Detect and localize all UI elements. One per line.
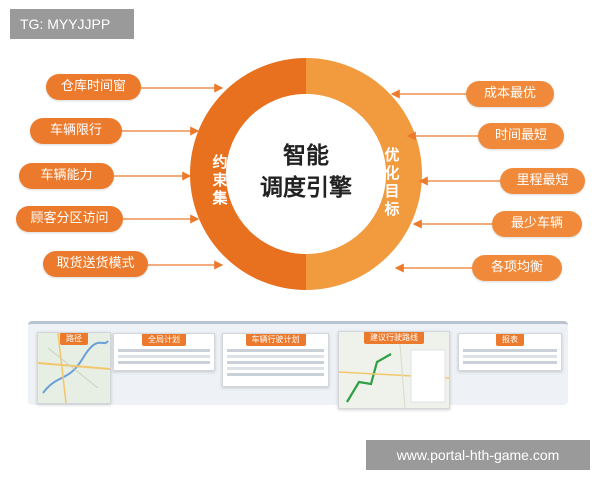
ring-right-label: 优化目标 [381, 146, 403, 218]
ring-right-half [306, 58, 422, 290]
watermark-bottom-right: www.portal-hth-game.com [366, 440, 590, 470]
ring-label-char: 束 [212, 171, 228, 189]
objective-pill-4: 最少车辆 [492, 211, 582, 237]
constraint-pill-2: 车辆限行 [30, 118, 122, 144]
ring-label-char: 集 [212, 189, 228, 207]
constraint-pill-1: 仓库时间窗 [46, 74, 141, 100]
screen-card-global-plan: 全局计划 [113, 333, 215, 371]
ring-label-char: 约 [212, 153, 228, 171]
objective-pill-2: 时间最短 [478, 123, 564, 149]
screen-label-route: 路径 [60, 333, 88, 345]
screen-card-vehicle-plan: 车辆行驶计划 [222, 333, 329, 387]
route-map-thumbnail [339, 332, 449, 408]
objective-pill-3: 里程最短 [500, 168, 585, 194]
diagram-canvas [114, 58, 500, 290]
engine-title: 智能 调度引擎 [246, 140, 366, 204]
ring-label-char: 目 [384, 182, 400, 200]
map-thumbnail [38, 333, 110, 403]
screen-card-suggested-route: 建议行驶路线 [338, 331, 450, 409]
constraint-pill-4: 顾客分区访问 [16, 206, 123, 232]
engine-title-line2: 调度引擎 [260, 175, 352, 201]
ring-left-label: 约束集 [209, 153, 231, 207]
engine-title-line1: 智能 [283, 143, 329, 169]
ring-label-char: 标 [384, 200, 400, 218]
screen-card-route-map: 路径 [37, 332, 111, 404]
constraint-pill-5: 取货送货模式 [43, 251, 148, 277]
screen-label-global-plan: 全局计划 [142, 334, 186, 346]
watermark-top-left: TG: MYYJJPP [10, 9, 134, 39]
ring-label-char: 优 [384, 146, 400, 164]
screen-label-report: 报表 [496, 334, 524, 346]
ring-left-half [190, 58, 306, 290]
ring-inner [226, 94, 386, 254]
constraint-pill-3: 车辆能力 [19, 163, 114, 189]
objective-pill-5: 各项均衡 [472, 255, 562, 281]
objective-pill-1: 成本最优 [466, 81, 554, 107]
screen-label-vehicle-plan: 车辆行驶计划 [245, 334, 306, 346]
ring-label-char: 化 [384, 164, 400, 182]
screen-label-suggested-route: 建议行驶路线 [364, 332, 424, 344]
screen-card-report: 报表 [458, 333, 562, 371]
